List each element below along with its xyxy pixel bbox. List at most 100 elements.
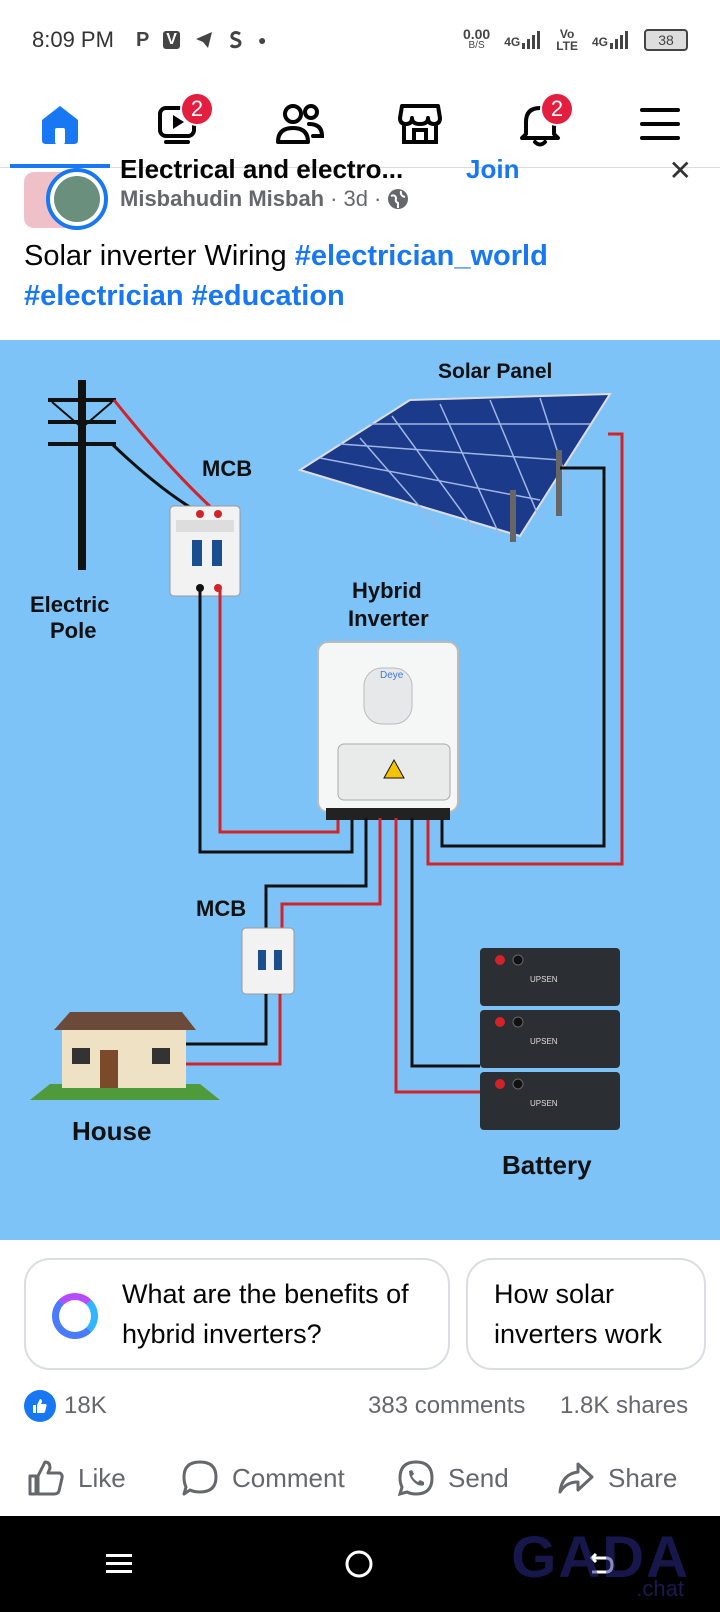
ai-suggestions: What are the benefits of hybrid inverter… bbox=[0, 1258, 720, 1374]
author-name[interactable]: Misbahudin Misbah bbox=[120, 186, 325, 211]
video-badge: 2 bbox=[180, 91, 214, 126]
notification-icons: P V ● bbox=[136, 29, 266, 52]
thumbs-up-icon bbox=[28, 1460, 64, 1496]
inverter-brand: Deye bbox=[380, 670, 404, 681]
ai-question-text: What are the benefits of hybrid inverter… bbox=[122, 1279, 409, 1349]
dot-icon: ● bbox=[257, 32, 267, 48]
post-header: Electrical and electro... Join ✕ Misbahu… bbox=[0, 154, 720, 238]
close-icon[interactable]: ✕ bbox=[668, 155, 692, 186]
label-mcb-bottom: MCB bbox=[196, 896, 246, 921]
label-solar-panel: Solar Panel bbox=[438, 360, 552, 383]
notifications-badge: 2 bbox=[540, 91, 574, 126]
wiring-diagram: Electric Pole MCB Solar Panel Hybrid Inv… bbox=[30, 360, 624, 1180]
ai-question-text-2: How solar inverters work bbox=[494, 1279, 663, 1349]
post-actions: Like Comment Send Share bbox=[0, 1448, 720, 1516]
marketplace-icon bbox=[398, 103, 442, 144]
shares-count[interactable]: 1.8K shares bbox=[560, 1392, 689, 1419]
share-label: Share bbox=[608, 1462, 678, 1493]
label-house: House bbox=[72, 1116, 151, 1146]
p-app-icon: P bbox=[135, 28, 150, 51]
tab-home[interactable] bbox=[10, 84, 110, 168]
send-button[interactable]: Send bbox=[396, 1458, 509, 1498]
engagement-bar: 18K 383 comments 1.8K shares bbox=[0, 1384, 720, 1430]
mcb-bottom bbox=[241, 927, 295, 995]
like-label: Like bbox=[78, 1462, 126, 1493]
tab-marketplace[interactable] bbox=[380, 84, 460, 164]
status-bar: 8:09 PM P V ● 0.00 B/S 4G Vo LTE 4G 38 bbox=[0, 0, 720, 80]
mcb-to-inverter-red bbox=[218, 590, 340, 834]
watermark-logo: GADA bbox=[511, 1525, 690, 1590]
post-time[interactable]: 3d bbox=[343, 186, 368, 211]
label-battery: Battery bbox=[502, 1150, 592, 1180]
electric-pole bbox=[48, 380, 116, 570]
hashtag-link[interactable]: #electrician_world bbox=[294, 240, 548, 272]
whatsapp-icon bbox=[397, 1460, 434, 1497]
battery-brand-2: UPSEN bbox=[530, 1037, 558, 1046]
inverter-to-battery-red bbox=[394, 818, 480, 1094]
label-hybrid-1: Hybrid bbox=[352, 578, 422, 603]
solar-wire-red bbox=[426, 432, 624, 866]
video-icon bbox=[158, 105, 196, 144]
label-mcb-top: MCB bbox=[202, 456, 252, 481]
ai-question-chip-2[interactable]: How solar inverters work bbox=[466, 1258, 706, 1370]
mcb-top bbox=[169, 505, 241, 597]
solar-wire-black bbox=[440, 466, 606, 848]
group-name[interactable]: Electrical and electro... bbox=[120, 154, 404, 184]
like-reaction-icon bbox=[24, 1390, 56, 1422]
inverter-to-mcb-black bbox=[264, 818, 368, 930]
author-avatar[interactable] bbox=[46, 168, 108, 230]
hashtag-link[interactable]: #electrician bbox=[24, 280, 184, 312]
comment-button[interactable]: Comment bbox=[180, 1458, 345, 1498]
v-app-icon: V bbox=[163, 31, 180, 49]
hashtag-link[interactable]: #education bbox=[191, 280, 345, 312]
signal-bars-icon bbox=[522, 31, 541, 49]
share-button[interactable]: Share bbox=[556, 1458, 677, 1498]
grid-wire-red bbox=[112, 399, 218, 514]
tab-menu[interactable] bbox=[620, 84, 700, 164]
label-electric-pole-2: Pole bbox=[50, 618, 96, 643]
battery-indicator: 38 bbox=[644, 29, 688, 51]
inverter-to-mcb-red bbox=[280, 818, 382, 930]
share-arrow-icon bbox=[558, 1462, 594, 1494]
comments-count[interactable]: 383 comments bbox=[368, 1392, 526, 1419]
signal-bars-icon-2 bbox=[610, 31, 628, 49]
hamburger-menu-icon bbox=[640, 107, 680, 140]
inverter-to-battery-black bbox=[410, 818, 480, 1068]
comment-label: Comment bbox=[232, 1462, 345, 1493]
caption-text: Solar inverter Wiring bbox=[24, 240, 287, 272]
tab-notifications[interactable]: 2 bbox=[500, 84, 580, 164]
battery-brand-3: UPSEN bbox=[530, 1099, 558, 1108]
status-time: 8:09 PM bbox=[32, 27, 114, 52]
status-right: 0.00 B/S 4G Vo LTE 4G 38 bbox=[463, 27, 688, 52]
globe-icon bbox=[388, 189, 409, 209]
join-button[interactable]: Join bbox=[466, 154, 520, 184]
battery-brand-1: UPSEN bbox=[530, 975, 558, 984]
solar-panel bbox=[297, 392, 612, 542]
post-image[interactable]: Electric Pole MCB Solar Panel Hybrid Inv… bbox=[0, 340, 720, 1240]
s-app-icon bbox=[229, 31, 242, 49]
label-electric-pole-1: Electric bbox=[30, 592, 110, 617]
recent-apps-icon[interactable] bbox=[104, 1549, 134, 1579]
telegram-icon bbox=[195, 32, 212, 48]
watermark-sub: .chat bbox=[636, 1576, 684, 1601]
top-nav-bar: 2 2 bbox=[0, 80, 720, 168]
ai-question-chip[interactable]: What are the benefits of hybrid inverter… bbox=[24, 1258, 450, 1370]
system-nav-bar bbox=[0, 1516, 720, 1612]
author-line: Misbahudin Misbah · 3d · bbox=[120, 186, 409, 212]
send-label: Send bbox=[448, 1462, 509, 1493]
tab-friends[interactable] bbox=[260, 84, 340, 164]
friends-icon bbox=[276, 103, 325, 144]
battery-stack: UPSEN UPSEN UPSEN bbox=[480, 948, 620, 1130]
meta-ai-icon bbox=[52, 1293, 98, 1339]
signal-4g-1: 4G bbox=[504, 31, 542, 49]
separator-dot: · bbox=[330, 186, 338, 211]
mcb-to-house-black bbox=[186, 994, 268, 1046]
author-photo bbox=[54, 176, 100, 222]
back-icon[interactable] bbox=[584, 1548, 616, 1580]
like-button[interactable]: Like bbox=[26, 1458, 126, 1498]
reaction-count[interactable]: 18K bbox=[64, 1392, 107, 1419]
home-circle-icon[interactable] bbox=[343, 1548, 375, 1580]
hybrid-inverter: Deye bbox=[317, 641, 459, 820]
comment-icon bbox=[182, 1460, 218, 1496]
tab-video[interactable]: 2 bbox=[140, 84, 220, 164]
